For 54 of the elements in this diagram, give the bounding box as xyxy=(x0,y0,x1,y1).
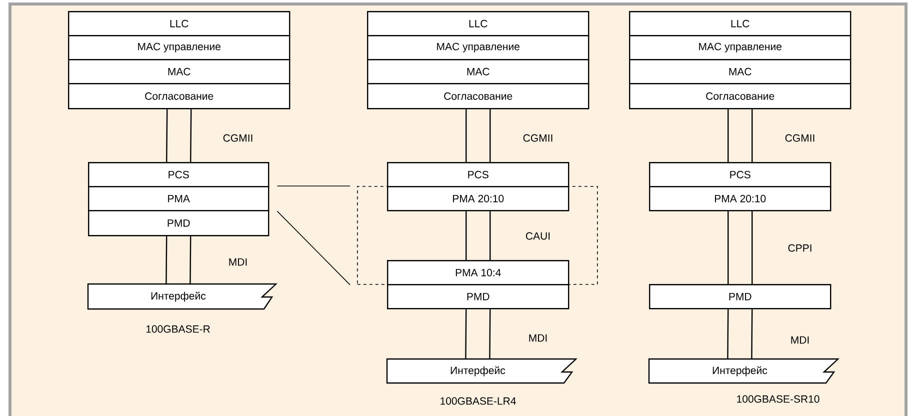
interface-box: Интерфейс xyxy=(87,283,278,310)
layer-box: MAC управление xyxy=(629,35,852,60)
layer-box: PMA 20:10 xyxy=(649,186,832,212)
connector-line xyxy=(166,236,168,284)
connector-line xyxy=(728,211,729,284)
interface-label: CPPI xyxy=(788,244,812,252)
connector-line xyxy=(190,236,192,284)
layer-box: Согласование xyxy=(629,83,852,110)
layer-box: MAC xyxy=(68,59,290,84)
layer-box: LLC xyxy=(68,11,290,36)
interface-label: MDI xyxy=(529,334,547,342)
connector-line xyxy=(166,109,168,162)
interface-label: 100GBASE-R xyxy=(146,325,210,333)
connector-line xyxy=(490,109,491,162)
interface-label: CGMII xyxy=(223,134,252,142)
layer-box: MAC xyxy=(629,59,852,84)
leader-line xyxy=(276,210,350,286)
connector-line xyxy=(465,309,467,360)
layer-box: MAC управление xyxy=(68,35,290,60)
layer-box: PMD xyxy=(387,284,570,310)
interface-label: 100GBASE-LR4 xyxy=(440,397,516,405)
layer-box: LLC xyxy=(629,11,852,36)
layer-box: PCS xyxy=(88,162,270,188)
layer-box: PMA xyxy=(88,186,270,212)
interface-box: Интерфейс xyxy=(386,358,578,384)
dashed-frame xyxy=(357,186,598,285)
interface-label: CGMII xyxy=(785,134,814,142)
connector-line xyxy=(466,109,467,162)
layer-box: PCS xyxy=(387,162,570,188)
interface-label: 100GBASE-SR10 xyxy=(737,395,820,403)
layer-box: Согласование xyxy=(68,83,290,110)
connector-line xyxy=(752,109,753,162)
connector-line xyxy=(752,211,753,284)
connector-line xyxy=(489,309,491,359)
connector-line xyxy=(751,309,753,359)
interface-label: CGMII xyxy=(523,134,552,142)
layer-box: MAC xyxy=(367,59,590,84)
layer-box: PCS xyxy=(649,162,832,188)
layer-box: PMD xyxy=(88,210,270,236)
connector-line xyxy=(728,109,729,162)
connector-line xyxy=(490,211,491,260)
layer-box: PMA 20:10 xyxy=(387,186,570,212)
interface-label: MDI xyxy=(791,336,809,344)
interface-label: MDI xyxy=(229,258,247,266)
connector-line xyxy=(727,309,729,359)
interface-box: Интерфейс xyxy=(648,358,840,384)
interface-label: CAUI xyxy=(526,232,550,240)
layer-box: PMD xyxy=(649,284,832,310)
layer-box: PMA 10:4 xyxy=(387,260,570,286)
connector-line xyxy=(466,211,467,260)
layer-box: LLC xyxy=(367,11,590,36)
connector-line xyxy=(190,109,192,162)
layer-box: MAC управление xyxy=(367,35,590,60)
layer-box: Согласование xyxy=(367,83,590,110)
